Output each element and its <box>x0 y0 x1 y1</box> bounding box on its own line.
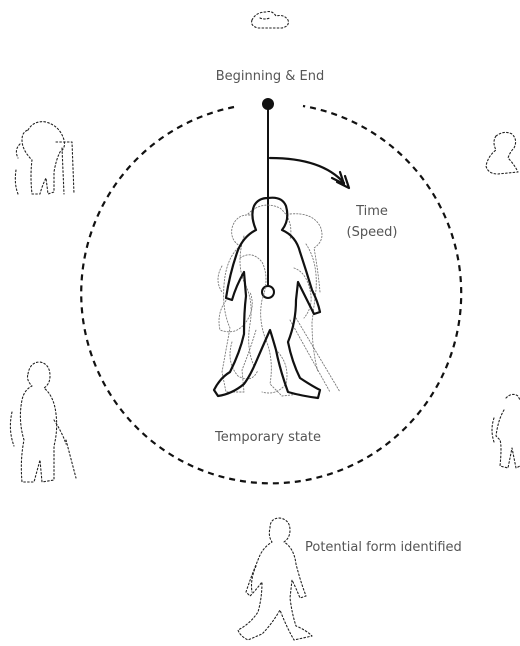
standing-child-figure <box>492 394 520 468</box>
time-arrow <box>270 158 349 188</box>
speed-label: (Speed) <box>347 225 398 240</box>
seated-infant-figure <box>486 132 518 174</box>
bent-elderly-figure <box>15 122 74 194</box>
lying-figure-top <box>252 12 289 29</box>
potential-form-label: Potential form identified <box>305 540 462 555</box>
time-label: Time <box>355 204 388 219</box>
temporary-state-figure <box>214 198 340 398</box>
center-pivot <box>262 286 274 298</box>
temporary-state-label: Temporary state <box>214 430 321 445</box>
beginning-end-label: Beginning & End <box>216 69 324 84</box>
elderly-cane-figure <box>10 362 76 482</box>
walking-adult-figure <box>238 518 312 640</box>
